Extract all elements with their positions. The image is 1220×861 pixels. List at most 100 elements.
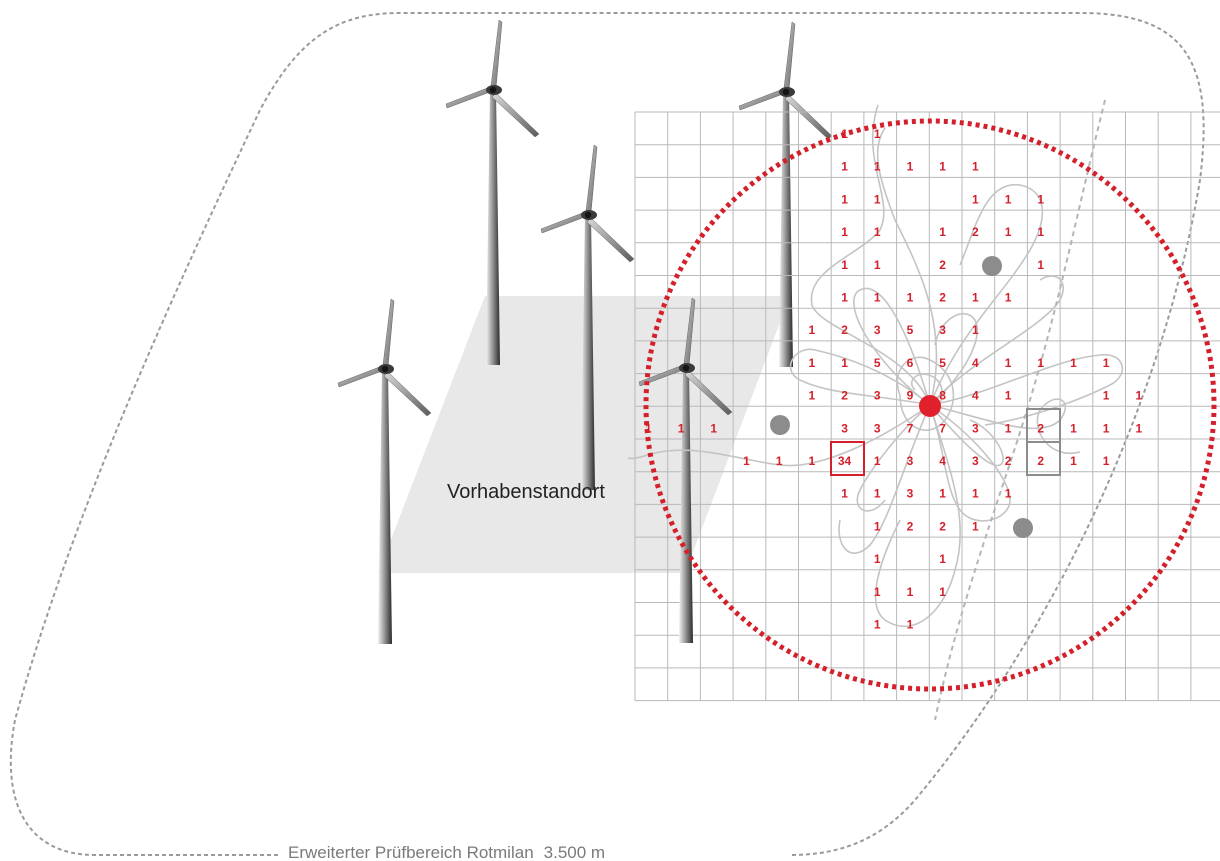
cell-count: 1 xyxy=(1005,487,1012,501)
cell-count: 2 xyxy=(939,258,946,272)
cell-count: 3 xyxy=(874,421,881,435)
cell-count: 3 xyxy=(972,421,979,435)
cell-count: 2 xyxy=(939,291,946,305)
cell-count: 1 xyxy=(841,487,848,501)
range-label-name: Erweiterter Prüfbereich Rotmilan xyxy=(288,843,534,861)
cell-count: 1 xyxy=(939,487,946,501)
cell-count: 1 xyxy=(907,291,914,305)
cell-count: 1 xyxy=(874,291,881,305)
cell-count: 2 xyxy=(939,519,946,533)
cell-count: 7 xyxy=(939,421,946,435)
extended-range-outline xyxy=(9,12,1205,856)
cell-count: 1 xyxy=(1037,356,1044,370)
cell-count: 1 xyxy=(841,192,848,206)
cell-count: 4 xyxy=(939,454,946,468)
cell-count: 1 xyxy=(874,258,881,272)
cell-count: 1 xyxy=(743,454,750,468)
cell-count: 1 xyxy=(841,356,848,370)
range-label-distance: 3.500 m xyxy=(544,843,605,861)
cell-count: 3 xyxy=(874,323,881,337)
cell-count: 2 xyxy=(1005,454,1012,468)
other-nest-icon xyxy=(1013,518,1033,538)
site-label: Vorhabenstandort xyxy=(447,481,605,503)
other-nest-icon xyxy=(770,415,790,435)
cell-count: 1 xyxy=(874,160,881,174)
wind-turbine-icon xyxy=(337,298,432,645)
cell-count: 1 xyxy=(1070,454,1077,468)
cell-count: 1 xyxy=(1037,192,1044,206)
cell-count: 1 xyxy=(678,421,685,435)
cell-count: 1 xyxy=(1070,421,1077,435)
cell-count: 3 xyxy=(907,487,914,501)
cell-count: 1 xyxy=(1005,192,1012,206)
cell-count: 1 xyxy=(1037,258,1044,272)
cell-count: 3 xyxy=(907,454,914,468)
cell-count: 1 xyxy=(776,454,783,468)
cell-count: 4 xyxy=(972,356,979,370)
cell-count: 1 xyxy=(874,127,881,141)
cell-count: 1 xyxy=(1005,421,1012,435)
cell-count: 1 xyxy=(874,585,881,599)
cell-count: 1 xyxy=(972,323,979,337)
cell-count: 1 xyxy=(972,160,979,174)
nest-area-circle xyxy=(643,118,1217,692)
cell-count: 1 xyxy=(874,454,881,468)
cell-count: 1 xyxy=(939,585,946,599)
cell-count: 1 xyxy=(841,160,848,174)
cell-count: 1 xyxy=(874,519,881,533)
survey-grid xyxy=(634,111,1220,702)
red-kite-nest-icon xyxy=(919,395,941,417)
cell-count: 1 xyxy=(907,618,914,632)
cell-count: 1 xyxy=(874,192,881,206)
cell-count: 3 xyxy=(841,421,848,435)
cell-count: 9 xyxy=(907,389,914,403)
cell-count: 1 xyxy=(972,519,979,533)
cell-count: 5 xyxy=(939,356,946,370)
cell-count: 1 xyxy=(1103,421,1110,435)
highlighted-cell-grey xyxy=(1026,441,1061,476)
cell-count: 1 xyxy=(841,291,848,305)
cell-count: 1 xyxy=(939,552,946,566)
cell-count: 5 xyxy=(874,356,881,370)
cell-count: 2 xyxy=(907,519,914,533)
cell-count: 1 xyxy=(972,192,979,206)
cell-count: 1 xyxy=(1005,389,1012,403)
cell-count: 1 xyxy=(1136,421,1143,435)
cell-count: 1 xyxy=(1005,356,1012,370)
cell-count: 1 xyxy=(907,585,914,599)
cell-count: 2 xyxy=(841,323,848,337)
cell-count: 1 xyxy=(841,225,848,239)
cell-count: 1 xyxy=(939,160,946,174)
cell-count: 2 xyxy=(1037,454,1044,468)
cell-count: 1 xyxy=(1005,225,1012,239)
highlighted-cell-red xyxy=(830,441,865,476)
cell-count: 1 xyxy=(1070,356,1077,370)
cell-count: 1 xyxy=(1136,389,1143,403)
flight-tracks xyxy=(627,104,1124,627)
cell-count: 6 xyxy=(907,356,914,370)
cell-count: 1 xyxy=(645,421,652,435)
movement-corridor xyxy=(934,99,1106,721)
cell-count: 3 xyxy=(972,454,979,468)
cell-count: 3 xyxy=(874,389,881,403)
cell-count: 1 xyxy=(1103,454,1110,468)
cell-count: 1 xyxy=(907,160,914,174)
cell-count: 1 xyxy=(1103,356,1110,370)
cell-count: 1 xyxy=(972,291,979,305)
cell-count: 1 xyxy=(874,225,881,239)
cell-count: 1 xyxy=(939,225,946,239)
cell-count: 2 xyxy=(972,225,979,239)
cell-count: 34 xyxy=(838,454,852,468)
cell-count: 1 xyxy=(874,552,881,566)
cell-count: 8 xyxy=(939,389,946,403)
cell-count: 1 xyxy=(809,356,816,370)
cell-count: 2 xyxy=(1037,421,1044,435)
cell-count: 1 xyxy=(1037,225,1044,239)
other-nest-icon xyxy=(982,256,1002,276)
cell-count: 1 xyxy=(809,389,816,403)
cell-count: 1 xyxy=(874,618,881,632)
cell-count: 3 xyxy=(939,323,946,337)
cell-count: 7 xyxy=(907,421,914,435)
